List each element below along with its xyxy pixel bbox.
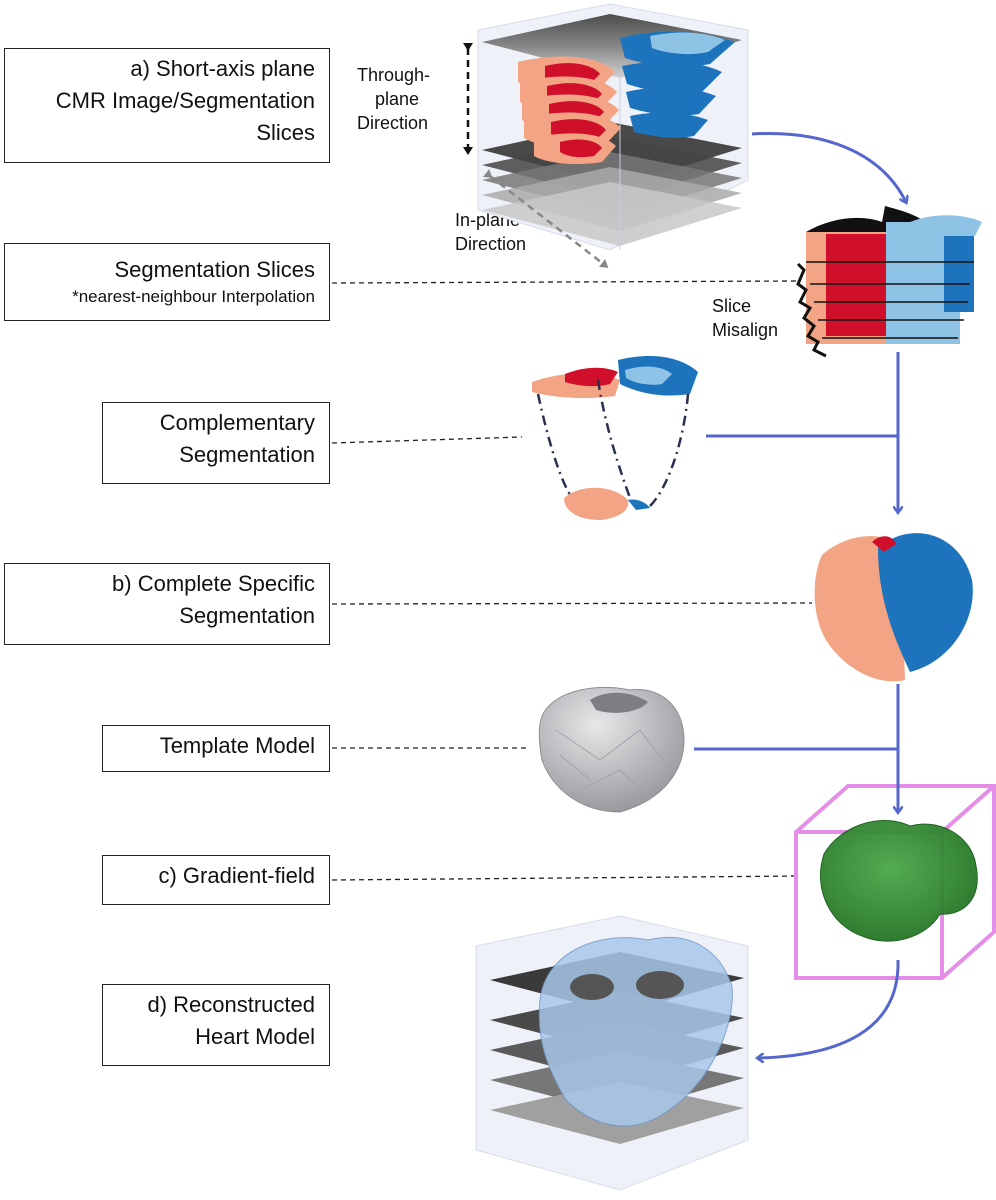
- comp-bottom-lv: [564, 487, 629, 520]
- through-plane-line3: Direction: [357, 113, 429, 133]
- slice-misalign-line2: Misalign: [712, 320, 779, 340]
- arrow-a-to-seg: [751, 132, 906, 202]
- box-reconstructed-heart-model: d) Reconstructed Heart Model: [102, 984, 330, 1066]
- box-a-line2: CMR Image/Segmentation: [55, 88, 315, 113]
- box-comp-line1: Complementary: [159, 410, 315, 435]
- box-d-line1: d) Reconstructed: [147, 992, 315, 1017]
- template-top-opening: [590, 692, 648, 713]
- dashed-connectors: [331, 280, 813, 881]
- complete-segmentation: [814, 533, 973, 682]
- seg-volume-rv-top: [905, 215, 982, 236]
- seg-slice-lines: [806, 261, 974, 339]
- seg-volume-rv-blue: [944, 222, 974, 312]
- box-b-line2: Segmentation: [179, 603, 315, 628]
- box-complete-specific-segmentation: b) Complete Specific Segmentation: [4, 563, 330, 645]
- box-d-line2: Heart Model: [195, 1024, 315, 1049]
- comp-bottom-rv: [628, 499, 650, 510]
- recon-opening-right: [636, 971, 684, 999]
- through-plane-label: Through- plane Direction: [357, 63, 430, 135]
- reconstructed-heart: [475, 915, 749, 1191]
- recon-opening-left: [570, 974, 614, 1000]
- segmentation-slices-a: [518, 31, 735, 164]
- comp-guide-left: [536, 393, 574, 499]
- box-c-label: c) Gradient-field: [158, 863, 315, 888]
- connector-complete-specific: [331, 602, 813, 605]
- flow-arrows: [694, 132, 906, 1058]
- connector-segmentation-slices: [331, 280, 801, 284]
- gradient-field: [794, 784, 996, 980]
- comp-guide-curves: [536, 379, 690, 509]
- rv: [622, 61, 722, 94]
- lv-blood: [560, 139, 602, 158]
- rv: [630, 112, 708, 138]
- comp-top-rv-light: [625, 366, 672, 385]
- comp-top-lv-blood: [565, 367, 618, 387]
- box-seg-line2: *nearest-neighbour Interpolation: [72, 287, 315, 306]
- box-comp-line2: Segmentation: [179, 442, 315, 467]
- mri-slice: [482, 14, 742, 78]
- through-plane-line1: Through-: [357, 65, 431, 85]
- slice-misalign-bracket: [796, 262, 827, 358]
- connector-gradient-field: [331, 875, 801, 881]
- comp-guide-inner: [596, 379, 632, 499]
- box-a-line1: a) Short-axis plane: [130, 56, 315, 81]
- seg-layer: [534, 133, 616, 164]
- through-plane-line2: plane: [375, 89, 420, 109]
- green-heart-surface: [819, 820, 978, 942]
- box-gradient-field: c) Gradient-field: [102, 855, 330, 905]
- short-axis-stack: [477, 3, 749, 251]
- arrow-gradient-to-recon: [758, 959, 900, 1058]
- box-template-label: Template Model: [159, 733, 315, 758]
- slice-misalign-label: Slice Misalign: [712, 294, 778, 342]
- complementary-segmentation: [532, 356, 698, 520]
- rv: [626, 87, 716, 116]
- rv-light: [650, 32, 725, 55]
- segmentation-slices-volume: [796, 206, 982, 358]
- template-body: [538, 687, 685, 813]
- box-template-model: Template Model: [102, 725, 330, 772]
- box-segmentation-slices: Segmentation Slices *nearest-neighbour I…: [4, 243, 330, 321]
- template-model: [538, 687, 685, 813]
- template-facets: [555, 729, 671, 801]
- complete-rv: [878, 533, 973, 672]
- box-a-line3: Slices: [256, 120, 315, 145]
- box-complementary-segmentation: Complementary Segmentation: [102, 402, 330, 484]
- bbox-edge: [940, 784, 996, 834]
- connector-complementary: [331, 436, 523, 444]
- seg-volume-lv-blood: [826, 234, 886, 336]
- box-b-line1: b) Complete Specific: [112, 571, 315, 596]
- in-plane-arrow: [482, 168, 609, 268]
- comp-guide-right: [647, 393, 690, 509]
- box-short-axis-plane: a) Short-axis plane CMR Image/Segmentati…: [4, 48, 330, 163]
- complete-top-red: [872, 536, 896, 552]
- box-seg-line1: Segmentation Slices: [114, 257, 315, 282]
- slice-misalign-line1: Slice: [712, 296, 752, 316]
